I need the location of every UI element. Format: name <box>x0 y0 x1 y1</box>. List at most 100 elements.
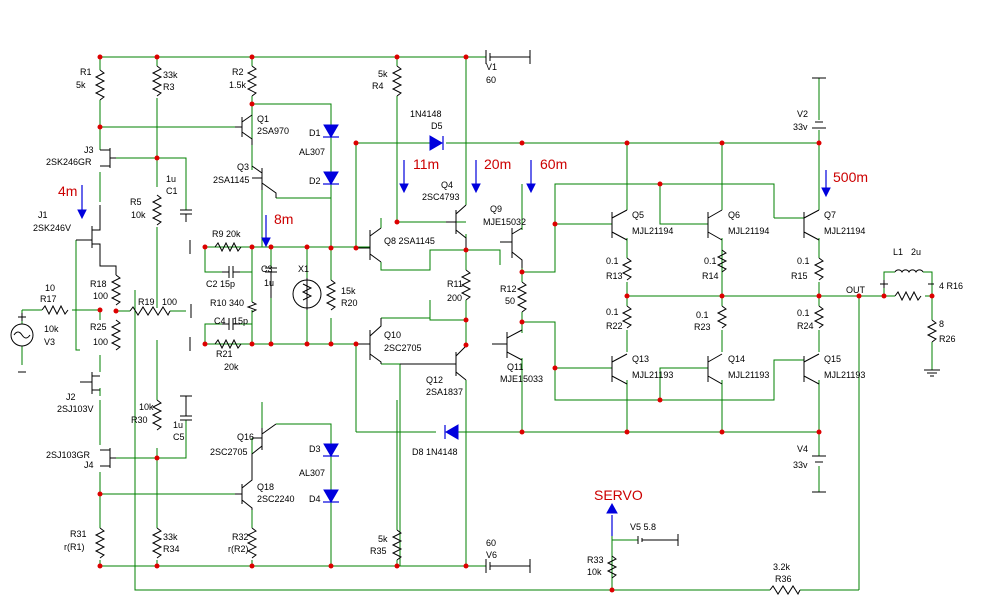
label-q3: Q3 <box>237 162 249 172</box>
label-q7v: MJL21194 <box>824 226 865 236</box>
label-r2: R2 <box>232 67 244 77</box>
label-q6: Q6 <box>728 210 740 220</box>
label-a500m: 500m <box>833 169 868 185</box>
label-j2: J2 <box>66 392 76 402</box>
label-q15: Q15 <box>824 354 841 364</box>
q14-transistor <box>707 353 723 385</box>
v4-supply <box>812 455 826 493</box>
label-c2: C2 15p <box>206 279 235 289</box>
r32-resistor <box>246 527 258 559</box>
r35-resistor <box>391 529 403 561</box>
d5-diode <box>429 135 443 151</box>
label-v2: V2 <box>797 109 808 119</box>
label-r18: R18 <box>90 279 107 289</box>
q8-transistor <box>356 227 382 263</box>
label-q15v: MJL21193 <box>824 370 865 380</box>
label-q5v: MJL21194 <box>632 226 673 236</box>
label-r25: R25 <box>90 322 107 332</box>
label-r36v: 3.2k <box>773 562 791 572</box>
c4-capacitor <box>222 318 240 330</box>
label-r16: 4 R16 <box>939 281 963 291</box>
label-d2: D2 <box>309 176 321 186</box>
q16-transistor <box>251 423 277 470</box>
label-q14: Q14 <box>728 354 745 364</box>
label-servo: SERVO <box>594 487 643 503</box>
q15-transistor <box>803 353 820 385</box>
label-c3v: 1u <box>264 278 274 288</box>
label-v4v: 33v <box>793 460 808 470</box>
label-q12: Q12 <box>426 375 443 385</box>
r13-resistor <box>621 257 633 281</box>
label-v5: V5 5.8 <box>630 522 656 532</box>
q7-transistor <box>803 209 820 241</box>
label-r5v: 10k <box>131 210 146 220</box>
label-d8: D8 1N4148 <box>412 447 458 457</box>
label-l1: L1 <box>893 247 903 257</box>
label-v1v: 60 <box>486 75 496 85</box>
q6-transistor <box>707 209 723 241</box>
label-j1: J1 <box>38 210 48 220</box>
l1-inductor <box>894 269 924 274</box>
label-c1: C1 <box>166 186 178 196</box>
label-a8m: 8m <box>274 211 293 227</box>
label-a11m: 11m <box>413 156 439 172</box>
label-d5: D5 <box>431 121 443 131</box>
label-out: OUT <box>846 285 866 295</box>
label-q6v: MJL21194 <box>728 226 769 236</box>
label-r4: R4 <box>372 81 384 91</box>
label-r36: R36 <box>775 574 792 584</box>
label-d3: D3 <box>309 444 321 454</box>
label-q11: Q11 <box>507 362 523 372</box>
label-r13v: 0.1 <box>606 256 619 266</box>
label-v4: V4 <box>797 444 808 454</box>
label-r17: R17 <box>40 294 57 304</box>
wires <box>21 56 933 591</box>
r24-resistor <box>813 305 825 329</box>
label-r14v: 0.1 <box>704 256 717 266</box>
label-v6v: 60 <box>486 538 496 548</box>
r10-resistor <box>246 301 258 313</box>
label-d1: D1 <box>309 128 321 138</box>
q3-transistor <box>251 165 277 198</box>
label-l1v: 2u <box>911 247 921 257</box>
label-r23v: 0.1 <box>696 310 709 320</box>
label-q16: Q16 <box>237 432 254 442</box>
label-d5v: 1N4148 <box>410 109 442 119</box>
r18-resistor <box>110 274 122 306</box>
current-arrow-60m <box>526 183 536 194</box>
label-r19: R19 <box>138 297 155 307</box>
j4-jfet <box>100 448 116 468</box>
label-r30: R30 <box>131 415 148 425</box>
label-d3v: AL307 <box>299 468 325 478</box>
label-r5: R5 <box>130 197 142 207</box>
v6-supply <box>485 559 531 573</box>
label-r20: R20 <box>341 298 358 308</box>
label-x1: X1 <box>298 264 309 274</box>
label-c5v: 1u <box>173 420 183 430</box>
c2-capacitor <box>222 266 240 278</box>
r1-resistor <box>94 69 106 101</box>
servo-arrow <box>606 502 618 514</box>
label-r12: R12 <box>500 284 517 294</box>
label-r32: R32 <box>232 532 249 542</box>
label-r13: R13 <box>606 271 623 281</box>
label-r14: R14 <box>702 271 719 281</box>
label-d4: D4 <box>309 494 321 504</box>
r34-resistor <box>151 527 163 559</box>
label-r31v: r(R1) <box>64 542 85 552</box>
label-q16v: 2SC2705 <box>210 447 248 457</box>
label-r26: R26 <box>939 334 956 344</box>
label-q4: Q4 <box>441 180 453 190</box>
q5-transistor <box>611 209 628 241</box>
label-r30v: 10k <box>139 402 154 412</box>
label-v2v: 33v <box>793 122 808 132</box>
j1-jfet <box>76 205 117 275</box>
q18-transistor <box>235 470 253 510</box>
label-q9: Q9 <box>490 204 502 214</box>
label-j4: J4 <box>84 460 94 470</box>
label-c4v: 15p <box>233 316 248 326</box>
v2-supply <box>812 77 826 129</box>
d8-diode <box>445 424 459 440</box>
